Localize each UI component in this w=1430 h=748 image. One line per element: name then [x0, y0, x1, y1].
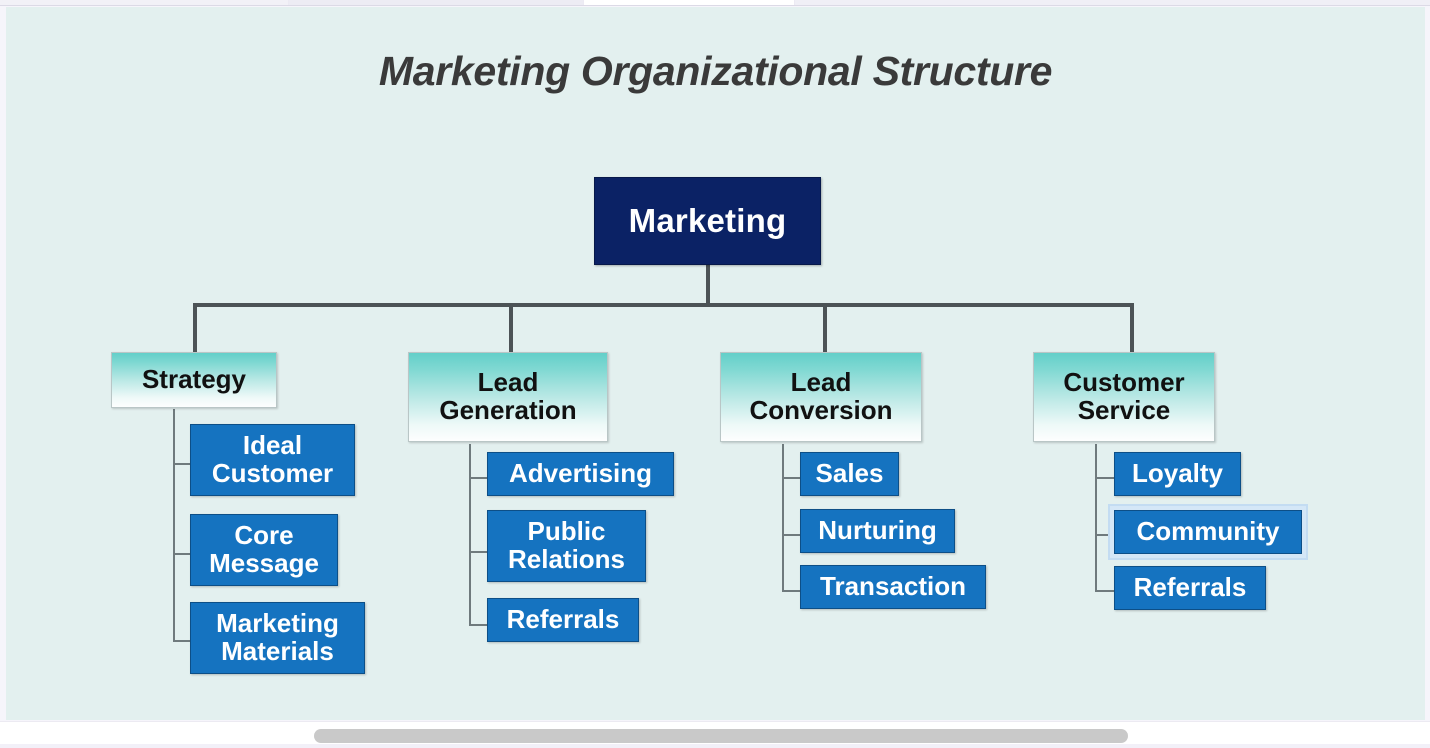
diagram-canvas[interactable]: Marketing Organizational Structure	[6, 7, 1425, 720]
connector-leaf-referrals-lg	[469, 624, 494, 626]
org-node-marketing-materials[interactable]: Marketing Materials	[190, 602, 365, 674]
connector-leaf-core-message	[173, 553, 197, 555]
connector-leaf-advertising	[469, 477, 494, 479]
connector-drop-lead-conversion	[823, 303, 827, 354]
connector-leaf-transaction	[782, 590, 807, 592]
connector-spine-lead-conversion	[782, 444, 784, 592]
chrome-segment-right	[795, 0, 1430, 5]
org-node-lead-generation[interactable]: Lead Generation	[408, 352, 608, 442]
org-node-core-message[interactable]: Core Message	[190, 514, 338, 586]
connector-leaf-loyalty	[1095, 477, 1121, 479]
chrome-segment-center	[584, 0, 794, 5]
connector-leaf-nurturing	[782, 534, 807, 536]
window-top-chrome	[0, 0, 1430, 6]
connector-spine-customer-service	[1095, 444, 1097, 592]
page-title: Marketing Organizational Structure	[378, 48, 1053, 94]
chrome-segment-mid-left	[289, 0, 583, 5]
connector-spine-strategy	[173, 409, 175, 641]
horizontal-scrollbar-track[interactable]	[0, 721, 1430, 748]
org-node-customer-service[interactable]: Customer Service	[1033, 352, 1215, 442]
connector-leaf-sales	[782, 477, 807, 479]
org-node-marketing[interactable]: Marketing	[594, 177, 821, 265]
org-node-loyalty[interactable]: Loyalty	[1114, 452, 1241, 496]
org-node-sales[interactable]: Sales	[800, 452, 899, 496]
connector-spine-lead-generation	[469, 444, 471, 626]
org-node-referrals-lead-generation[interactable]: Referrals	[487, 598, 639, 642]
org-node-advertising[interactable]: Advertising	[487, 452, 674, 496]
org-node-strategy[interactable]: Strategy	[111, 352, 277, 408]
connector-leaf-referrals-cs	[1095, 590, 1121, 592]
org-node-nurturing[interactable]: Nurturing	[800, 509, 955, 553]
connector-drop-customer-service	[1130, 303, 1134, 354]
connector-drop-strategy	[193, 303, 197, 354]
org-node-ideal-customer[interactable]: Ideal Customer	[190, 424, 355, 496]
connector-root-stem	[706, 264, 710, 306]
org-node-public-relations[interactable]: Public Relations	[487, 510, 646, 582]
connector-drop-lead-generation	[509, 303, 513, 354]
chrome-segment-left	[0, 0, 288, 5]
connector-leaf-marketing-materials	[173, 640, 197, 642]
connector-leaf-public-relations	[469, 551, 494, 553]
org-node-lead-conversion[interactable]: Lead Conversion	[720, 352, 922, 442]
connector-leaf-ideal-customer	[173, 463, 197, 465]
org-node-transaction[interactable]: Transaction	[800, 565, 986, 609]
org-node-community[interactable]: Community	[1114, 510, 1302, 554]
connector-trunk	[193, 303, 1134, 307]
horizontal-scrollbar-thumb[interactable]	[314, 729, 1128, 743]
connector-leaf-community	[1095, 534, 1121, 536]
org-node-referrals-customer-service[interactable]: Referrals	[1114, 566, 1266, 610]
